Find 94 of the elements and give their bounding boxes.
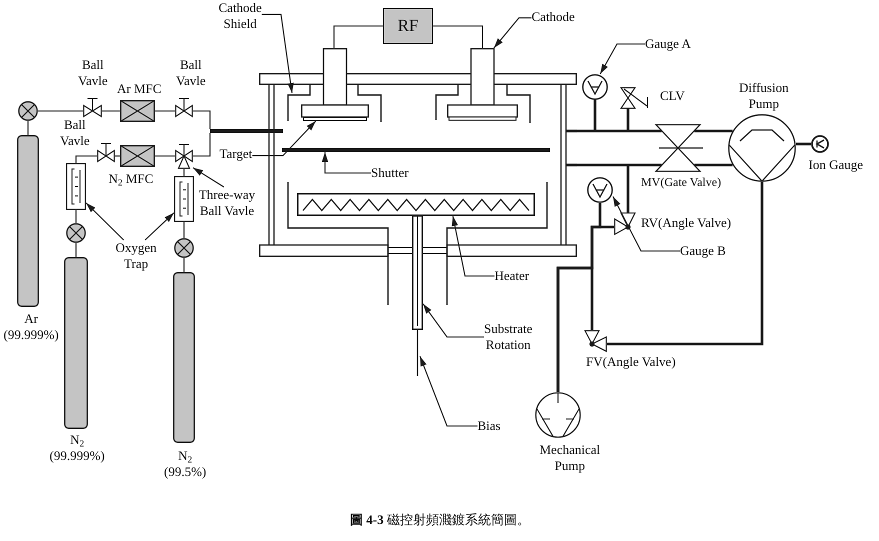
leader-arrow bbox=[86, 202, 124, 240]
component-label: Ball Vavle bbox=[176, 57, 206, 89]
leader-arrow bbox=[419, 356, 478, 427]
flow-controller bbox=[120, 145, 155, 167]
valve-symbol bbox=[584, 330, 607, 352]
component-label: Ion Gauge bbox=[808, 157, 864, 173]
cylinder-valve bbox=[174, 238, 194, 258]
valve-symbol bbox=[614, 165, 638, 235]
vacuum-chamber bbox=[259, 73, 577, 257]
valve-symbol bbox=[175, 97, 193, 117]
valve-symbol bbox=[97, 142, 115, 162]
callout-label: Gauge A bbox=[645, 36, 691, 52]
component-label: FV(Angle Valve) bbox=[586, 354, 676, 370]
pipe bbox=[183, 258, 185, 272]
callout-label: Cathode bbox=[532, 9, 575, 25]
leader-arrow bbox=[192, 167, 224, 188]
trap-column bbox=[174, 176, 194, 222]
pipe bbox=[576, 130, 663, 166]
pipe bbox=[193, 133, 211, 157]
pipe bbox=[75, 155, 97, 163]
leader-arrow bbox=[493, 17, 532, 48]
leader-arrow bbox=[252, 120, 316, 156]
cathode-assembly bbox=[301, 48, 369, 117]
pipe bbox=[115, 155, 120, 157]
pipe bbox=[38, 110, 83, 112]
cylinder-valve bbox=[66, 223, 86, 243]
callout-label: Target bbox=[220, 146, 252, 162]
callout-label: Oxygen Trap bbox=[116, 240, 157, 272]
callout-label: Substrate Rotation bbox=[484, 321, 532, 353]
pipe bbox=[102, 110, 120, 112]
valve-symbol bbox=[83, 97, 102, 117]
substrate-rod bbox=[412, 216, 423, 330]
gauge-symbol bbox=[582, 74, 608, 131]
pipe bbox=[193, 110, 211, 129]
component-label: Ar MFC bbox=[117, 81, 162, 97]
leader-arrow bbox=[422, 303, 484, 338]
wire bbox=[433, 25, 484, 48]
leader-arrow bbox=[322, 152, 371, 174]
pipe bbox=[183, 222, 185, 238]
pipe bbox=[556, 203, 602, 392]
component-label: N$_{2}$ MFC bbox=[108, 171, 154, 187]
leader-arrow bbox=[612, 196, 680, 252]
bias-wire bbox=[415, 330, 420, 376]
component-label: MV(Gate Valve) bbox=[641, 174, 722, 190]
wire bbox=[333, 25, 383, 48]
component-label: N$_{2}$ (99.5%) bbox=[164, 448, 206, 480]
component-label: Mechanical Pump bbox=[540, 442, 600, 474]
shield-sheet bbox=[287, 84, 311, 122]
callout-label: Shutter bbox=[371, 165, 409, 181]
gauge-symbol bbox=[811, 135, 829, 153]
power-supply-box: RF bbox=[383, 8, 433, 44]
cathode-assembly bbox=[447, 48, 518, 121]
shutter-plate bbox=[282, 148, 550, 152]
component-label: CLV bbox=[660, 88, 685, 104]
pipe bbox=[75, 210, 77, 223]
pipe bbox=[183, 169, 185, 176]
target-plate bbox=[303, 117, 367, 121]
pipe bbox=[796, 142, 811, 146]
cylinder-valve bbox=[18, 101, 38, 121]
leader-arrow bbox=[600, 43, 645, 74]
gas-inlet-pipe bbox=[210, 129, 283, 133]
pipe bbox=[607, 182, 764, 346]
figure-caption: 圖 4-3 磁控射頻濺鍍系統簡圖。 bbox=[350, 511, 530, 529]
gas-cylinder bbox=[173, 272, 195, 443]
leader-arrow bbox=[262, 14, 294, 94]
pump-symbol bbox=[728, 114, 796, 182]
component-label: N$_{2}$ (99.999%) bbox=[50, 432, 105, 464]
gas-cylinder bbox=[64, 257, 88, 429]
callout-label: Cathode Shield bbox=[218, 0, 262, 32]
pipe bbox=[155, 110, 175, 112]
flow-controller bbox=[120, 100, 155, 122]
component-label: Ball Vavle bbox=[78, 57, 108, 89]
callout-label: Bias bbox=[478, 418, 501, 434]
trap-column bbox=[66, 163, 86, 210]
leader-arrow bbox=[452, 216, 494, 277]
callout-label: Heater bbox=[494, 268, 530, 284]
component-label: Diffusion Pump bbox=[739, 80, 789, 112]
callout-label: Three-way Ball Vavle bbox=[196, 187, 258, 219]
component-label: Ar (99.999%) bbox=[4, 311, 59, 343]
pipe bbox=[693, 130, 734, 166]
pipe bbox=[155, 155, 175, 157]
callout-label: Gauge B bbox=[680, 243, 726, 259]
valve-symbol bbox=[620, 87, 649, 131]
pump-symbol bbox=[535, 392, 581, 438]
gas-cylinder bbox=[17, 135, 39, 307]
component-label: RV(Angle Valve) bbox=[641, 215, 732, 231]
gauge-symbol bbox=[587, 177, 613, 203]
pipe bbox=[75, 243, 77, 257]
heater-element bbox=[297, 193, 535, 216]
component-label: Ball Vavle bbox=[60, 117, 90, 149]
valve-symbol bbox=[655, 124, 704, 172]
valve-symbol bbox=[175, 143, 193, 169]
leader-arrow bbox=[144, 212, 174, 240]
pipe bbox=[27, 121, 29, 135]
